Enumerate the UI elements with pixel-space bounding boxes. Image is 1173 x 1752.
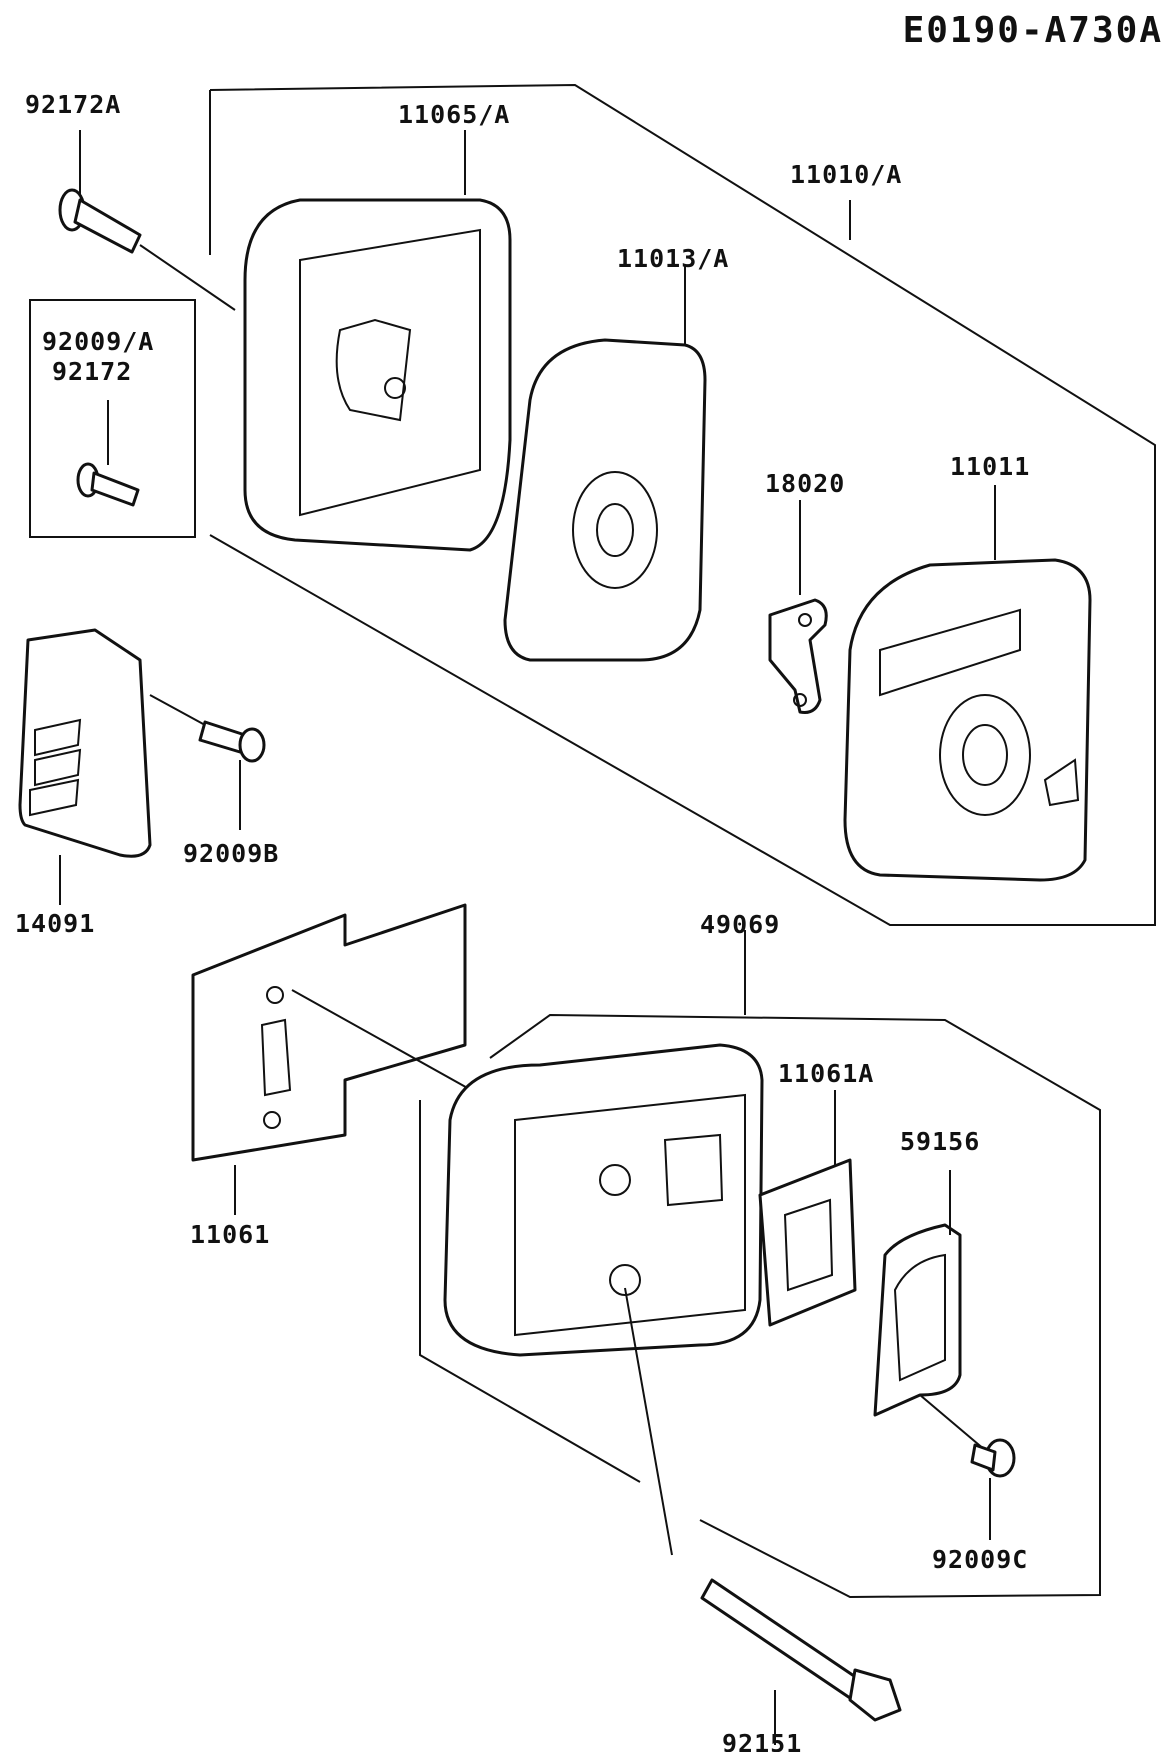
side-guard [18,628,152,858]
muffler-gasket [758,1158,857,1327]
label-92172: 92172 [52,357,132,386]
air-cleaner-cover [243,198,512,552]
label-11010A: 11010/A [790,160,902,189]
bolt-92009A [76,462,140,507]
air-filter-element [503,338,707,662]
heat-shield [191,903,467,1162]
label-14091: 14091 [15,909,95,938]
label-11061: 11061 [190,1220,270,1249]
bracket-plate [768,598,828,714]
screw-92009C [970,1438,1016,1478]
label-92009C: 92009C [932,1545,1028,1574]
bolt-92151 [700,1578,902,1722]
muffler-cover [873,1223,962,1417]
alternate-bolt-inset-box [29,299,196,538]
label-11013A: 11013/A [617,244,729,273]
label-92009B: 92009B [183,839,279,868]
label-59156: 59156 [900,1127,980,1156]
label-11011: 11011 [950,452,1030,481]
screw-92009B [198,720,266,763]
muffler-body [443,1043,764,1357]
label-49069: 49069 [700,910,780,939]
label-11065A: 11065/A [398,100,510,129]
diagram-title: E0190-A730A [903,10,1163,51]
label-92009A: 92009/A [42,327,154,356]
air-cleaner-assembly-outline [209,83,1156,926]
muffler-assembly-outline [419,1013,1101,1599]
label-11061A: 11061A [778,1059,874,1088]
air-cleaner-base [843,558,1092,882]
label-92151: 92151 [722,1729,802,1752]
label-18020: 18020 [765,469,845,498]
bolt-92172A [58,188,142,254]
label-92172A: 92172A [25,90,121,119]
